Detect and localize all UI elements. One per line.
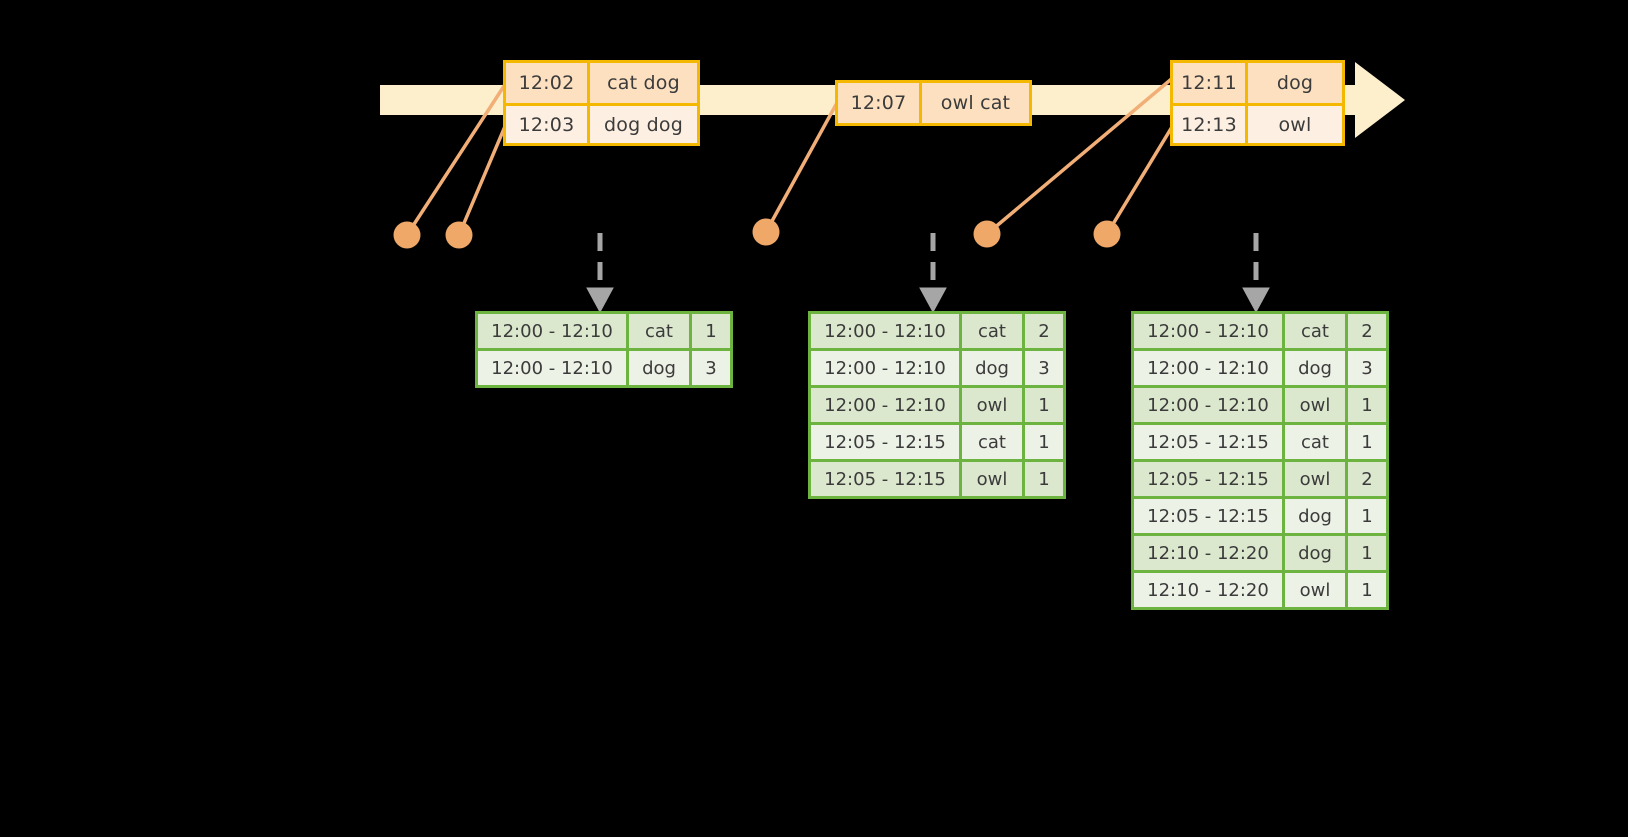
- event-time: 12:11: [1173, 63, 1248, 103]
- table-row[interactable]: 12:05 - 12:15 cat 1: [811, 425, 1063, 459]
- count-cell: 1: [1348, 536, 1386, 570]
- table-row[interactable]: 12:00 - 12:10 cat 2: [1134, 314, 1386, 348]
- window-cell: 12:00 - 12:10: [1134, 314, 1282, 348]
- count-cell: 2: [1025, 314, 1063, 348]
- dashed-arrow-3: [1242, 233, 1270, 314]
- state-table-1[interactable]: 12:00 - 12:10 cat 1 12:00 - 12:10 dog 3: [475, 311, 733, 388]
- event-words: owl cat: [922, 83, 1029, 123]
- count-cell: 1: [1348, 499, 1386, 533]
- window-cell: 12:05 - 12:15: [811, 425, 959, 459]
- word-cell: owl: [962, 462, 1022, 496]
- event-dot-5: [1093, 220, 1121, 248]
- event-words: dog: [1248, 63, 1342, 103]
- table-row[interactable]: 12:00 - 12:10 dog 3: [478, 351, 730, 385]
- table-row[interactable]: 12:00 - 12:10 cat 2: [811, 314, 1063, 348]
- connector-line-3: [764, 99, 840, 234]
- word-cell: dog: [962, 351, 1022, 385]
- event-time: 12:02: [506, 63, 590, 103]
- word-cell: owl: [1285, 573, 1345, 607]
- event-row[interactable]: 12:03 dog dog: [506, 103, 697, 143]
- word-cell: dog: [1285, 536, 1345, 570]
- window-cell: 12:05 - 12:15: [811, 462, 959, 496]
- table-row[interactable]: 12:05 - 12:15 dog 1: [1134, 499, 1386, 533]
- event-words: owl: [1248, 106, 1342, 143]
- event-time: 12:07: [838, 83, 922, 123]
- window-cell: 12:00 - 12:10: [478, 351, 626, 385]
- count-cell: 3: [1025, 351, 1063, 385]
- count-cell: 3: [1348, 351, 1386, 385]
- window-cell: 12:00 - 12:10: [811, 388, 959, 422]
- table-row[interactable]: 12:00 - 12:10 owl 1: [811, 388, 1063, 422]
- event-dot-2: [445, 221, 473, 249]
- table-row[interactable]: 12:00 - 12:10 cat 1: [478, 314, 730, 348]
- word-cell: owl: [1285, 388, 1345, 422]
- dashed-arrow-1: [586, 233, 614, 314]
- count-cell: 1: [1348, 425, 1386, 459]
- word-cell: dog: [1285, 499, 1345, 533]
- count-cell: 2: [1348, 462, 1386, 496]
- table-row[interactable]: 12:10 - 12:20 owl 1: [1134, 573, 1386, 607]
- word-cell: cat: [1285, 425, 1345, 459]
- table-row[interactable]: 12:00 - 12:10 dog 3: [1134, 351, 1386, 385]
- table-row[interactable]: 12:05 - 12:15 cat 1: [1134, 425, 1386, 459]
- event-dot-4: [973, 220, 1001, 248]
- table-row[interactable]: 12:00 - 12:10 dog 3: [811, 351, 1063, 385]
- window-cell: 12:00 - 12:10: [1134, 351, 1282, 385]
- window-cell: 12:05 - 12:15: [1134, 499, 1282, 533]
- event-words: dog dog: [590, 106, 697, 143]
- window-cell: 12:10 - 12:20: [1134, 573, 1282, 607]
- table-row[interactable]: 12:05 - 12:15 owl 2: [1134, 462, 1386, 496]
- event-time: 12:13: [1173, 106, 1248, 143]
- table-row[interactable]: 12:10 - 12:20 dog 1: [1134, 536, 1386, 570]
- count-cell: 1: [1348, 388, 1386, 422]
- window-cell: 12:00 - 12:10: [1134, 388, 1282, 422]
- event-row[interactable]: 12:11 dog: [1173, 63, 1342, 103]
- event-time: 12:03: [506, 106, 590, 143]
- window-cell: 12:00 - 12:10: [478, 314, 626, 348]
- state-table-3[interactable]: 12:00 - 12:10 cat 2 12:00 - 12:10 dog 3 …: [1131, 311, 1389, 610]
- event-words: cat dog: [590, 63, 697, 103]
- window-cell: 12:10 - 12:20: [1134, 536, 1282, 570]
- count-cell: 3: [692, 351, 730, 385]
- event-row[interactable]: 12:07 owl cat: [838, 83, 1029, 123]
- word-cell: dog: [629, 351, 689, 385]
- event-dot-1: [393, 221, 421, 249]
- connector-line-1: [405, 81, 508, 237]
- word-cell: cat: [629, 314, 689, 348]
- count-cell: 2: [1348, 314, 1386, 348]
- word-cell: cat: [1285, 314, 1345, 348]
- table-row[interactable]: 12:05 - 12:15 owl 1: [811, 462, 1063, 496]
- window-cell: 12:05 - 12:15: [1134, 462, 1282, 496]
- word-cell: owl: [1285, 462, 1345, 496]
- count-cell: 1: [692, 314, 730, 348]
- dashed-arrow-2: [919, 233, 947, 314]
- window-cell: 12:05 - 12:15: [1134, 425, 1282, 459]
- table-row[interactable]: 12:00 - 12:10 owl 1: [1134, 388, 1386, 422]
- word-cell: owl: [962, 388, 1022, 422]
- state-table-2[interactable]: 12:00 - 12:10 cat 2 12:00 - 12:10 dog 3 …: [808, 311, 1066, 499]
- event-dots: [393, 218, 1121, 249]
- dashed-arrows: [586, 233, 1270, 314]
- connector-line-2: [457, 122, 508, 237]
- count-cell: 1: [1025, 425, 1063, 459]
- event-row[interactable]: 12:13 owl: [1173, 103, 1342, 143]
- count-cell: 1: [1025, 388, 1063, 422]
- count-cell: 1: [1025, 462, 1063, 496]
- count-cell: 1: [1348, 573, 1386, 607]
- window-cell: 12:00 - 12:10: [811, 351, 959, 385]
- word-cell: cat: [962, 314, 1022, 348]
- event-group-2[interactable]: 12:07 owl cat: [835, 80, 1032, 126]
- window-cell: 12:00 - 12:10: [811, 314, 959, 348]
- event-group-3[interactable]: 12:11 dog 12:13 owl: [1170, 60, 1345, 146]
- event-group-1[interactable]: 12:02 cat dog 12:03 dog dog: [503, 60, 700, 146]
- word-cell: cat: [962, 425, 1022, 459]
- event-row[interactable]: 12:02 cat dog: [506, 63, 697, 103]
- connector-line-5: [1105, 120, 1177, 236]
- event-dot-3: [752, 218, 780, 246]
- word-cell: dog: [1285, 351, 1345, 385]
